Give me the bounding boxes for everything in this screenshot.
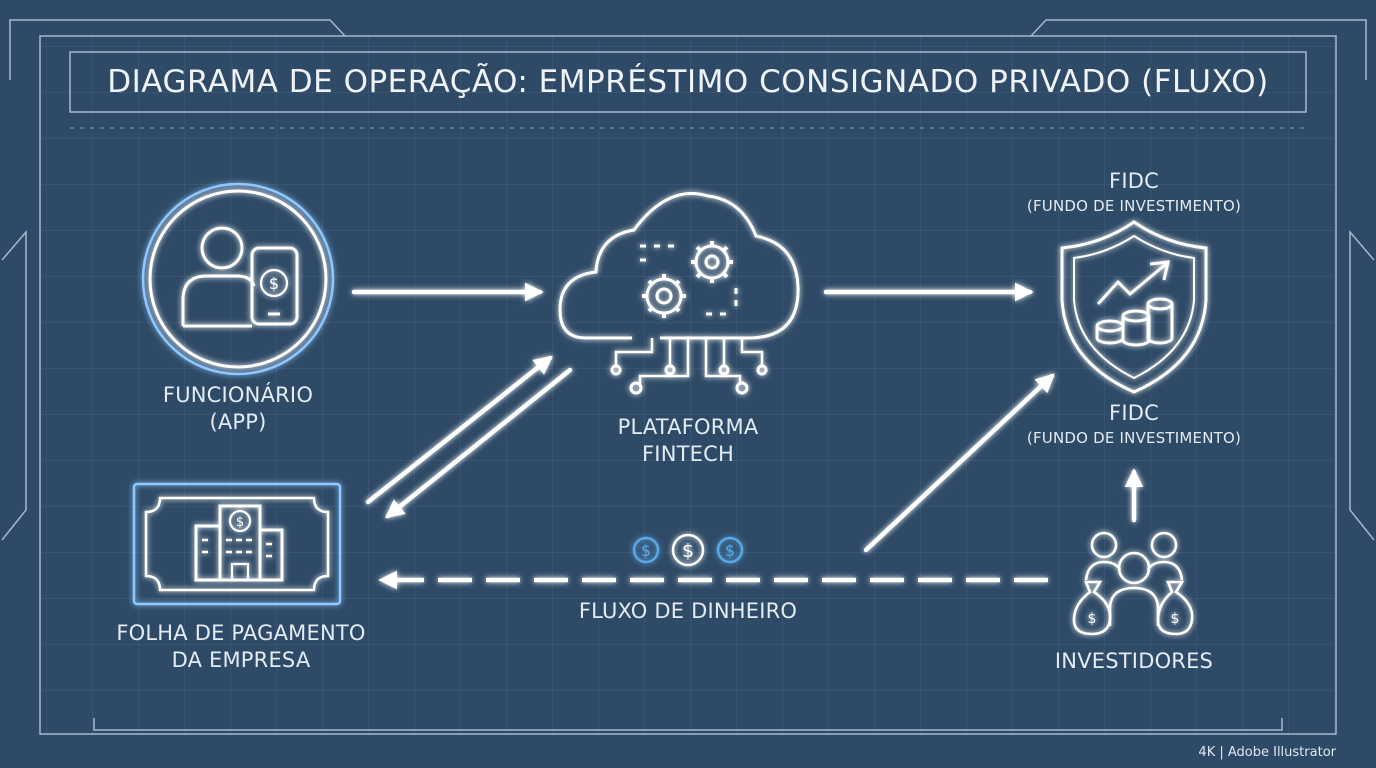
credit-text: 4K | Adobe Illustrator xyxy=(1198,745,1336,760)
fidc-top-label: FIDC (FUNDO DE INVESTIMENTO) xyxy=(1004,168,1264,217)
svg-text:$: $ xyxy=(1171,611,1180,627)
fidc-node xyxy=(1060,220,1208,394)
fidc-bottom-label-line2: (FUNDO DE INVESTIMENTO) xyxy=(1026,429,1242,447)
plataforma-label-line1: PLATAFORMA xyxy=(617,415,759,439)
arrow-plataforma-to-folha xyxy=(385,367,573,519)
flow-label: FLUXO DE DINHEIRO xyxy=(578,599,798,623)
plataforma-label: PLATAFORMA FINTECH xyxy=(578,414,798,468)
funcionario-node: $ xyxy=(141,182,335,376)
svg-text:$: $ xyxy=(1088,611,1097,627)
investidores-node: $ $ xyxy=(1072,531,1194,636)
plataforma-node xyxy=(558,192,800,395)
building-banknote-icon: $ xyxy=(194,504,284,582)
hud-frame xyxy=(1,19,1375,735)
svg-text:$: $ xyxy=(269,274,279,293)
shield-chart-coins-icon xyxy=(1060,220,1208,394)
svg-text:$: $ xyxy=(725,541,735,560)
funcionario-label-line2: (APP) xyxy=(209,410,267,434)
flow-arrows xyxy=(351,282,1144,590)
fidc-bottom-label: FIDC (FUNDO DE INVESTIMENTO) xyxy=(1004,400,1264,449)
arrow-folha-to-plataforma xyxy=(365,355,553,505)
folha-node: $ xyxy=(132,482,342,606)
svg-text:$: $ xyxy=(641,541,651,560)
plataforma-label-line2: FINTECH xyxy=(642,442,734,466)
fidc-top-label-line2: (FUNDO DE INVESTIMENTO) xyxy=(1026,197,1242,215)
folha-label: FOLHA DE PAGAMENTO DA EMPRESA xyxy=(96,620,386,674)
person-with-phone-icon: $ xyxy=(181,226,299,328)
folha-label-line1: FOLHA DE PAGAMENTO xyxy=(116,621,366,645)
cloud-gears-icon xyxy=(558,192,800,395)
folha-label-line2: DA EMPRESA xyxy=(171,648,311,672)
svg-text:$: $ xyxy=(236,515,244,530)
diagram-title: DIAGRAMA DE OPERAÇÃO: EMPRÉSTIMO CONSIGN… xyxy=(107,64,1269,100)
fidc-bottom-label-line1: FIDC xyxy=(1109,401,1159,425)
dollar-coins-icon: $ $ $ xyxy=(632,533,744,567)
arrow-investidores-to-fidc-diagonal xyxy=(863,373,1055,553)
funcionario-label: FUNCIONÁRIO (APP) xyxy=(128,382,348,436)
investidores-label: INVESTIDORES xyxy=(1024,648,1244,675)
investidores-label-line1: INVESTIDORES xyxy=(1054,649,1214,673)
svg-text:$: $ xyxy=(682,540,694,562)
fidc-top-label-line1: FIDC xyxy=(1109,169,1159,193)
people-moneybags-icon: $ $ xyxy=(1072,531,1194,636)
funcionario-label-line1: FUNCIONÁRIO xyxy=(162,383,314,407)
